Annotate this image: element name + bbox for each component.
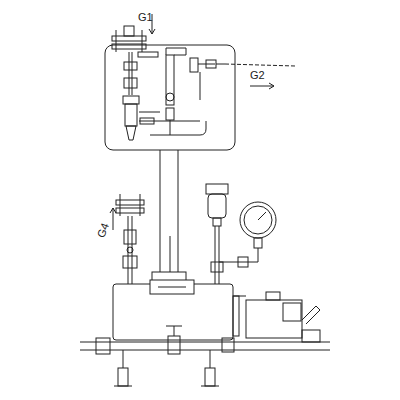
inlet-flange <box>116 30 117 52</box>
support-column <box>160 150 161 272</box>
upper-panel <box>105 45 235 150</box>
pressure-gauge <box>238 257 248 267</box>
sample-tank <box>158 287 186 288</box>
pressure-transmitter <box>208 194 226 218</box>
flow-label: G4 <box>96 222 111 240</box>
inlet-flange <box>112 36 146 41</box>
sample-cooler <box>166 55 174 105</box>
inlet-flange <box>129 52 130 95</box>
support-foot <box>114 350 219 386</box>
pressure-transmitter <box>213 218 221 226</box>
inlet-flange <box>124 26 134 36</box>
sample-cooler <box>166 93 174 101</box>
sample-tank <box>233 296 239 336</box>
return-flange <box>127 247 133 253</box>
outlet-valve <box>225 64 295 66</box>
upper-panel <box>105 45 235 150</box>
sample-cooler <box>138 48 186 135</box>
drain-manifold <box>166 326 182 327</box>
drain-unit <box>302 306 320 324</box>
outlet-valve <box>198 64 215 65</box>
drain-manifold <box>80 342 330 343</box>
pressure-transmitter <box>211 262 223 272</box>
support-foot <box>123 350 124 368</box>
support-foot <box>114 386 132 387</box>
support-foot <box>205 368 215 386</box>
outlet-valve <box>200 72 201 100</box>
support-foot <box>210 350 211 368</box>
drain-unit <box>266 292 280 300</box>
filter-regulator <box>125 104 137 126</box>
filter-regulator <box>139 112 160 113</box>
flow-arrow <box>269 83 274 89</box>
drain-manifold <box>174 326 175 336</box>
drain-manifold <box>222 338 234 352</box>
flow-arrow <box>113 208 114 230</box>
flow-label: G2 <box>250 70 265 81</box>
inlet-flange <box>132 52 133 95</box>
support-foot <box>201 386 219 387</box>
flow-arrow <box>149 29 155 34</box>
outlet-valve <box>216 64 225 65</box>
drain-unit <box>246 300 302 338</box>
sample-cooler <box>166 108 174 120</box>
drain-manifold <box>96 338 110 354</box>
filter-regulator <box>123 96 206 140</box>
drain-unit <box>246 292 320 342</box>
flow-arrow <box>110 208 116 230</box>
sample-cooler <box>138 52 158 57</box>
drain-unit <box>302 330 320 342</box>
pressure-gauge <box>254 238 262 248</box>
support-column <box>178 150 179 272</box>
drain-manifold <box>80 350 330 351</box>
pressure-gauge <box>244 206 272 234</box>
pressure-transmitter <box>219 226 220 284</box>
filter-regulator <box>123 96 139 104</box>
return-flange <box>120 194 121 216</box>
drain-manifold <box>168 336 180 354</box>
inlet-flange <box>124 62 137 70</box>
sample-cooler <box>170 120 171 135</box>
return-flange <box>116 194 144 284</box>
pressure-transmitter <box>206 184 228 284</box>
return-flange <box>123 256 137 268</box>
flow-label: G1 <box>138 12 153 23</box>
drain-manifold <box>80 326 330 354</box>
return-flange <box>132 216 133 284</box>
drain-unit <box>283 303 301 321</box>
filter-regulator <box>126 126 136 140</box>
sample-tank <box>150 280 194 294</box>
support-foot <box>118 368 128 386</box>
support-column <box>170 236 171 272</box>
outlet-valve <box>190 58 198 72</box>
inlet-flange <box>112 44 146 49</box>
flow-arrow <box>250 83 274 89</box>
return-flange <box>140 194 141 216</box>
return-flange <box>124 230 136 244</box>
pressure-gauge <box>240 202 276 238</box>
inlet-flange <box>142 30 143 52</box>
inlet-flange <box>124 78 137 88</box>
filter-regulator <box>150 121 206 135</box>
pressure-transmitter <box>215 226 216 284</box>
support-column <box>152 150 186 282</box>
outlet-valve <box>190 58 295 100</box>
sample-tank <box>113 280 246 340</box>
return-flange <box>128 216 129 284</box>
inlet-flange <box>112 26 146 95</box>
pressure-transmitter <box>206 184 228 194</box>
pressure-gauge <box>258 212 266 220</box>
flow-arrow <box>110 208 116 213</box>
flow-arrow <box>250 86 274 87</box>
pressure-gauge <box>219 202 276 267</box>
sample-cooler <box>166 48 186 55</box>
